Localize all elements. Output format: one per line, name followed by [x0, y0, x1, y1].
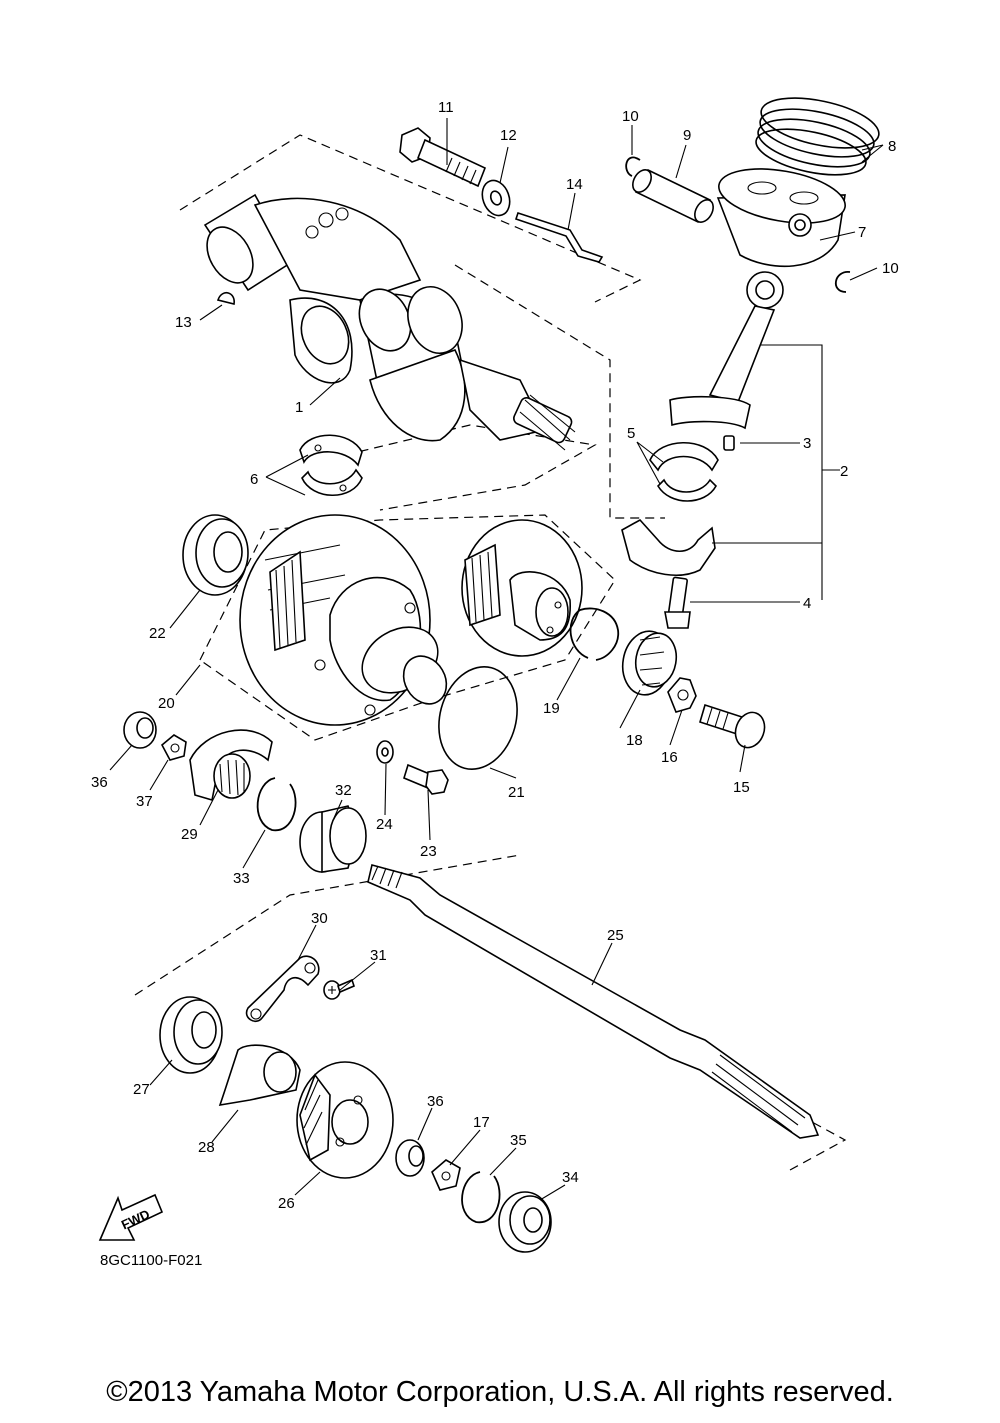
- callout-15: 15: [733, 779, 750, 796]
- woodruff-key: [216, 292, 235, 305]
- callout-25: 25: [607, 927, 624, 944]
- callout-11: 11: [438, 99, 454, 116]
- crankshaft: [203, 193, 576, 451]
- shaft-gear: [296, 1061, 394, 1179]
- callout-4: 4: [803, 595, 811, 612]
- piston-pin-clip-top: [625, 156, 641, 177]
- retainer-plate: [245, 955, 320, 1023]
- main-bearing-left: [182, 514, 249, 596]
- callout-29: 29: [181, 826, 198, 843]
- diagram-code: 8GC1100-F021: [100, 1252, 203, 1269]
- lock-washer: [667, 677, 697, 713]
- shaft-balancer-weight: [218, 1044, 301, 1107]
- connecting-rod: [669, 271, 784, 430]
- big-end-bearings: [649, 441, 719, 502]
- callout-34: 34: [562, 1169, 579, 1186]
- crankpin-group-outline: [454, 264, 665, 519]
- callout-9: 9: [683, 127, 691, 144]
- callout-8: 8: [888, 138, 896, 155]
- callout-14: 14: [566, 176, 583, 193]
- shaft-end-outline: [789, 1109, 847, 1171]
- callout-30: 30: [311, 910, 328, 927]
- callout-5: 5: [627, 425, 635, 442]
- locating-pin: [514, 211, 604, 263]
- shaft-lock-washer: [431, 1159, 461, 1191]
- gear-bolt: [403, 763, 449, 795]
- balancer-circlip: [256, 777, 297, 831]
- callout-10-top: 10: [622, 108, 639, 125]
- circlip: [569, 607, 620, 661]
- main-bearings: [299, 434, 363, 497]
- callout-3: 3: [803, 435, 811, 452]
- collar-lower: [395, 1139, 425, 1177]
- callout-17: 17: [473, 1114, 490, 1131]
- shaft-bearing: [159, 996, 223, 1074]
- callout-36-lower: 36: [427, 1093, 444, 1110]
- o-ring: [438, 666, 518, 770]
- callout-13: 13: [175, 314, 192, 331]
- callout-7: 7: [858, 224, 866, 241]
- needle-bearing: [621, 630, 678, 696]
- driveshaft-group-outline: [134, 854, 521, 996]
- crank-bolt: [399, 127, 487, 188]
- callout-37: 37: [136, 793, 153, 810]
- callout-16: 16: [661, 749, 678, 766]
- copyright-notice: ©2013 Yamaha Motor Corporation, U.S.A. A…: [106, 1376, 894, 1408]
- gear-washer: [376, 740, 394, 764]
- shaft-circlip: [461, 1171, 501, 1223]
- balancer-drive-gear: [239, 514, 448, 726]
- dowel-pin: [723, 435, 735, 451]
- shaft-end-bearing: [498, 1191, 552, 1253]
- callout-18: 18: [626, 732, 643, 749]
- balancer-weight-gear: [461, 519, 583, 657]
- piston-pin: [632, 168, 714, 224]
- callout-19: 19: [543, 700, 560, 717]
- needle-bearing-large: [299, 805, 367, 873]
- callout-27: 27: [133, 1081, 150, 1098]
- bearing-group-outline: [344, 424, 597, 511]
- fwd-arrow-icon: FWD: [98, 1193, 164, 1241]
- callout-21: 21: [508, 784, 525, 801]
- connecting-rod-cap: [621, 518, 716, 576]
- callout-33: 33: [233, 870, 250, 887]
- collar-upper: [123, 711, 157, 749]
- callout-35: 35: [510, 1132, 527, 1149]
- piston-pin-clip-right: [835, 271, 851, 293]
- callout-24: 24: [376, 816, 393, 833]
- callout-6: 6: [250, 471, 258, 488]
- leader-lines: [109, 118, 884, 1201]
- callout-32: 32: [335, 782, 352, 799]
- callout-26: 26: [278, 1195, 295, 1212]
- callout-36-upper: 36: [91, 774, 108, 791]
- callout-numbers: 11 12 10 9 8 14 7 10 13 1 5 3 2 6 4 22 2…: [91, 99, 899, 1212]
- callout-31: 31: [370, 947, 387, 964]
- callout-1: 1: [295, 399, 303, 416]
- callout-10-right: 10: [882, 260, 899, 277]
- callout-23: 23: [420, 843, 437, 860]
- piston-ring-set: [755, 97, 880, 176]
- washer: [481, 179, 511, 217]
- balancer-weight: [189, 729, 273, 802]
- callout-2: 2: [840, 463, 848, 480]
- callout-12: 12: [500, 127, 517, 144]
- balancer-bolt: [699, 703, 766, 749]
- connecting-rod-bolt: [664, 576, 691, 629]
- lock-washer-small: [160, 734, 187, 761]
- callout-28: 28: [198, 1139, 215, 1156]
- callout-20: 20: [158, 695, 175, 712]
- drive-shaft: [367, 864, 820, 1139]
- callout-22: 22: [149, 625, 166, 642]
- piston: [716, 168, 846, 268]
